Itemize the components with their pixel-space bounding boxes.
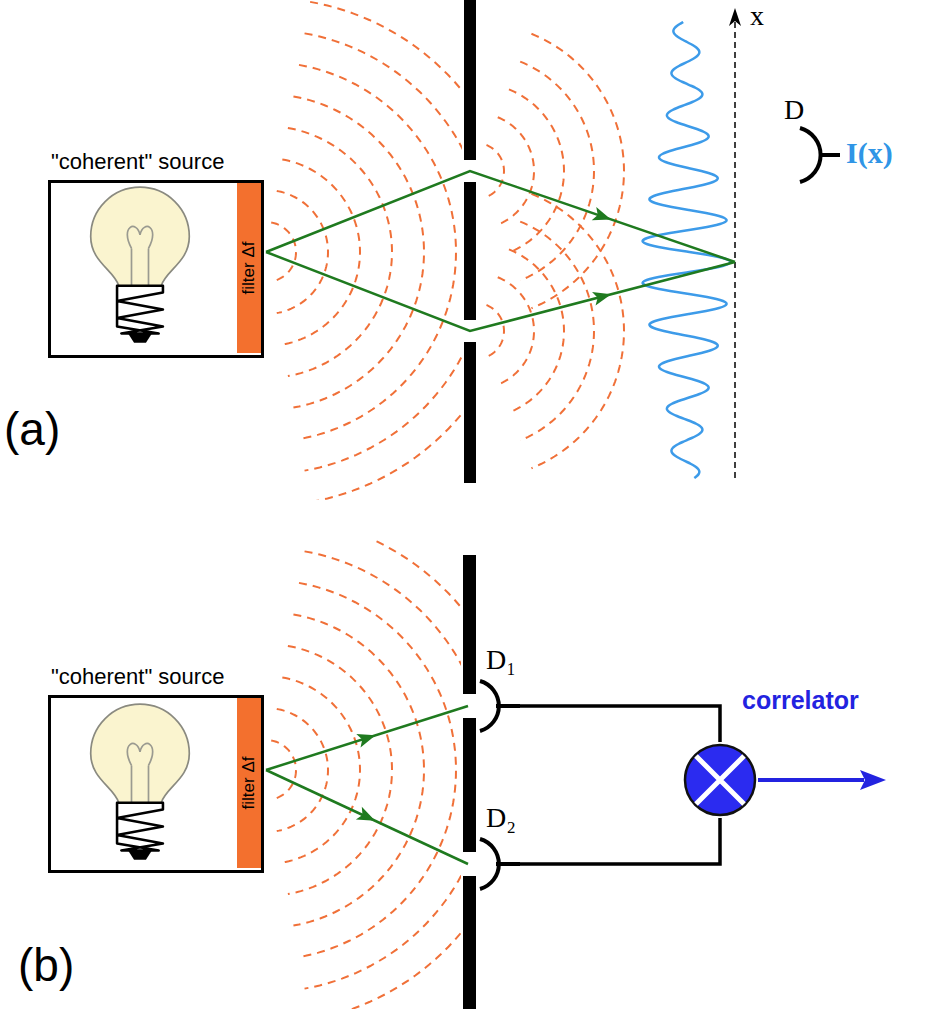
wavefront [288, 128, 392, 376]
axis-label: x [750, 0, 764, 32]
detector-symbol [800, 128, 840, 182]
detector-symbol [476, 679, 520, 733]
wavefront [486, 145, 504, 197]
wavefront [271, 740, 296, 799]
wavefront [277, 709, 328, 831]
wavefront [486, 305, 504, 357]
wavefront [288, 646, 392, 894]
detector: D₂ [476, 806, 520, 898]
intensity-label: I(x) [846, 136, 893, 170]
wire [520, 818, 720, 864]
ray [266, 706, 468, 770]
filter-label: filter Δf [239, 242, 259, 295]
ray-arrowhead [592, 287, 613, 305]
wire [520, 706, 720, 742]
wavefronts [271, 2, 624, 1009]
wavefront [282, 677, 360, 862]
wavefront [271, 222, 296, 281]
axis-arrowhead [729, 8, 741, 26]
source-label: "coherent" source [49, 149, 226, 175]
correlator-symbol [682, 742, 758, 818]
filter-band: filter Δf [237, 183, 261, 353]
correlator-label: correlator [740, 686, 861, 715]
source-box: "coherent" sourcefilter Δf [48, 180, 264, 358]
filter-band: filter Δf [237, 698, 261, 868]
wavefront [509, 89, 564, 252]
x-axis [734, 22, 736, 478]
output-arrow [758, 778, 864, 782]
wavefront [498, 117, 534, 225]
light-bulb [91, 187, 190, 343]
wavefront [299, 65, 456, 439]
wavefront [305, 33, 462, 470]
detector: D₁ [476, 648, 520, 740]
wavefront [277, 191, 328, 313]
wavefront [520, 222, 594, 441]
wavefront [531, 194, 624, 468]
detector-label: D₂ [486, 802, 516, 834]
ray-arrowhead [356, 729, 377, 748]
correlator-circle: correlator [682, 742, 758, 818]
screen [463, 0, 476, 1009]
wavefront [498, 277, 534, 385]
detector-symbol [476, 837, 520, 891]
panel-label: (b) [18, 938, 74, 992]
light-bulb [91, 704, 190, 860]
ray [266, 171, 735, 262]
wavefront [293, 96, 424, 407]
ray [266, 770, 468, 864]
panel-label: (a) [4, 402, 60, 456]
rays [266, 171, 735, 864]
detector-label: D [784, 94, 804, 126]
source-box: "coherent" sourcefilter Δf [48, 695, 264, 873]
wavefront [293, 614, 424, 925]
wavefront [310, 2, 462, 500]
ray-arrowhead [356, 807, 378, 827]
wavefront [310, 540, 461, 1009]
source-label: "coherent" source [49, 664, 226, 690]
interference-pattern [643, 22, 731, 478]
ray [266, 252, 735, 331]
wavefront [531, 34, 624, 308]
filter-label: filter Δf [239, 757, 259, 810]
wavefront [282, 159, 360, 344]
detector-label: D₁ [486, 644, 516, 676]
wavefront [299, 583, 456, 957]
wavefront [509, 249, 564, 412]
ray-arrowhead [592, 207, 614, 226]
wavefront [520, 62, 594, 281]
wavefront [305, 551, 461, 988]
output-arrowhead [860, 770, 886, 790]
